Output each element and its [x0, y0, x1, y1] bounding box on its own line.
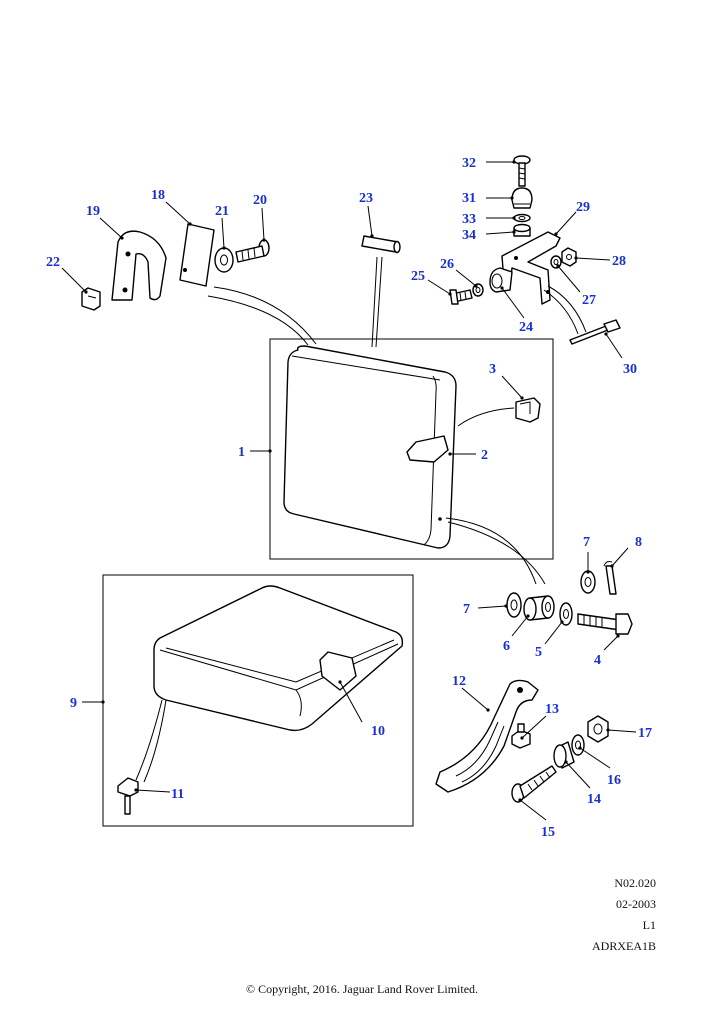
reference-level: L1 [642, 918, 656, 932]
leader [375, 256, 383, 348]
callout-18: 18 [151, 188, 165, 203]
washer-part-7-left [506, 592, 522, 618]
leader [143, 699, 167, 783]
callout-24: 24 [519, 320, 533, 335]
callout-33: 33 [462, 212, 476, 227]
callout-6: 6 [503, 639, 510, 654]
leader [213, 286, 317, 345]
callout-5: 5 [535, 645, 542, 660]
upper-assembly-frame [269, 338, 554, 560]
leader [445, 517, 537, 585]
callout-22: 22 [46, 255, 60, 270]
callout-4: 4 [594, 653, 601, 668]
washer-part-16 [571, 734, 585, 756]
bracket-part-29 [501, 231, 561, 305]
bush-part-24 [489, 267, 513, 293]
washer-part-21 [214, 247, 234, 273]
callout-28: 28 [612, 254, 626, 269]
callout-20: 20 [253, 193, 267, 208]
reference-code: N02.020 [614, 876, 656, 890]
washer-part-5 [559, 602, 573, 626]
callout-14: 14 [587, 792, 601, 807]
callout-16: 16 [607, 773, 621, 788]
nut-part-28 [561, 247, 577, 267]
callout-2: 2 [481, 448, 488, 463]
bolt-part-15 [511, 765, 557, 803]
callout-labels: 1 2 3 4 5 6 7 7 8 9 10 11 12 13 14 15 16… [46, 156, 652, 840]
leader [547, 285, 587, 333]
callout-19: 19 [86, 204, 100, 219]
mount-hole [438, 517, 442, 521]
callout-12: 12 [452, 674, 466, 689]
callout-3: 3 [489, 362, 496, 377]
callout-7-lower: 7 [463, 602, 470, 617]
nut-part-17 [587, 715, 609, 743]
callout-15: 15 [541, 825, 555, 840]
washer-part-7-upper [580, 570, 596, 594]
tab-part-10 [319, 651, 357, 691]
bolt-part-4 [577, 613, 633, 635]
copyright-notice: © Copyright, 2016. Jaguar Land Rover Lim… [245, 982, 479, 996]
nut-part-34 [513, 223, 531, 237]
leader [457, 407, 515, 427]
callout-17: 17 [638, 726, 652, 741]
screw-part-32 [513, 155, 531, 187]
leader-dots [84, 160, 620, 802]
callout-1: 1 [238, 445, 245, 460]
sleeve-part-23 [361, 235, 401, 254]
stud-part-13 [511, 723, 531, 749]
reference-date: 02-2003 [616, 897, 656, 911]
bush-part-6 [523, 595, 555, 621]
callout-27: 27 [582, 293, 596, 308]
bracket-part-19 [111, 230, 167, 301]
clip-part-3 [515, 397, 541, 423]
callout-7-upper: 7 [583, 535, 590, 550]
clip-part-11 [117, 777, 139, 815]
callout-9: 9 [70, 696, 77, 711]
bolt-part-25 [449, 289, 473, 305]
callout-25: 25 [411, 269, 425, 284]
leader [447, 521, 546, 585]
lower-cushion-part-9 [153, 585, 404, 732]
strap-part-12 [435, 679, 539, 793]
illustration-id: ADRXEA1B [591, 939, 656, 953]
spacer-part-14 [553, 741, 575, 769]
callout-29: 29 [576, 200, 590, 215]
leader [207, 295, 309, 346]
spacer-part-18 [179, 223, 215, 287]
callout-8: 8 [635, 535, 642, 550]
callout-34: 34 [462, 228, 476, 243]
pin-part-30 [569, 319, 621, 345]
leader [135, 699, 163, 781]
callout-26: 26 [440, 257, 454, 272]
callout-leaders [61, 161, 637, 821]
pin-part-8 [603, 561, 617, 595]
callout-32: 32 [462, 156, 476, 171]
washer-part-33 [513, 213, 531, 223]
callout-31: 31 [462, 191, 476, 206]
leader [543, 289, 579, 335]
callout-13: 13 [545, 702, 559, 717]
callout-23: 23 [359, 191, 373, 206]
cap-part-31 [511, 187, 533, 209]
bolt-part-20 [235, 239, 270, 263]
callout-11: 11 [171, 787, 184, 802]
callout-21: 21 [215, 204, 229, 219]
callout-30: 30 [623, 362, 637, 377]
leader [371, 256, 378, 348]
callout-10: 10 [371, 724, 385, 739]
tab-part-2 [406, 435, 449, 463]
